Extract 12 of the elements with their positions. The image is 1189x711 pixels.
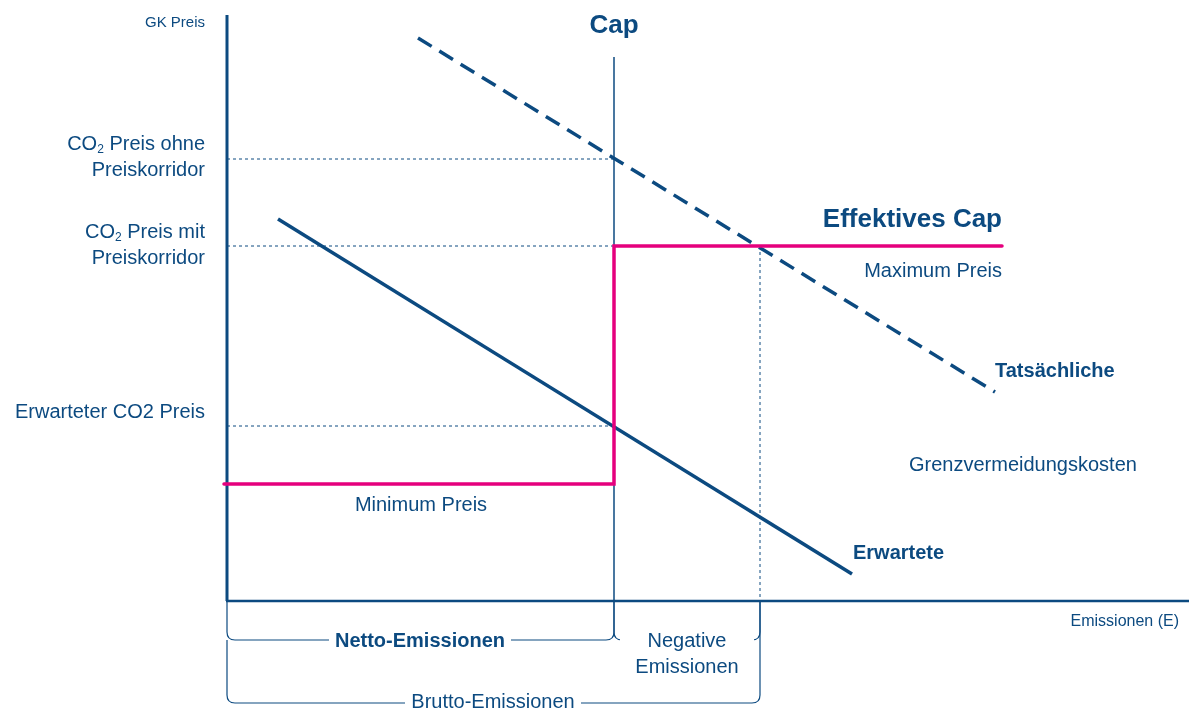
curve-label: Tatsächliche	[995, 358, 1115, 383]
line-label: Maximum Preis	[864, 258, 1002, 283]
line-label: Effektives Cap	[822, 202, 1002, 235]
curve-label: Erwartete	[853, 540, 945, 565]
price-label: CO$_{2}$ Preis ohne Preiskorridor	[66, 131, 205, 182]
price-label: CO$_{2}$ Preis mit Preiskorridor	[83, 219, 205, 270]
annotation-text: Grenzvermeidungskosten	[909, 452, 1137, 477]
cap-label: Cap	[589, 8, 639, 41]
line-label: Minimum Preis	[354, 492, 488, 517]
axis-label: GK Preis	[145, 12, 205, 32]
axis-label: Emissionen (E)	[1070, 611, 1179, 631]
price-label: Erwarteter CO2 Preis	[14, 399, 205, 424]
